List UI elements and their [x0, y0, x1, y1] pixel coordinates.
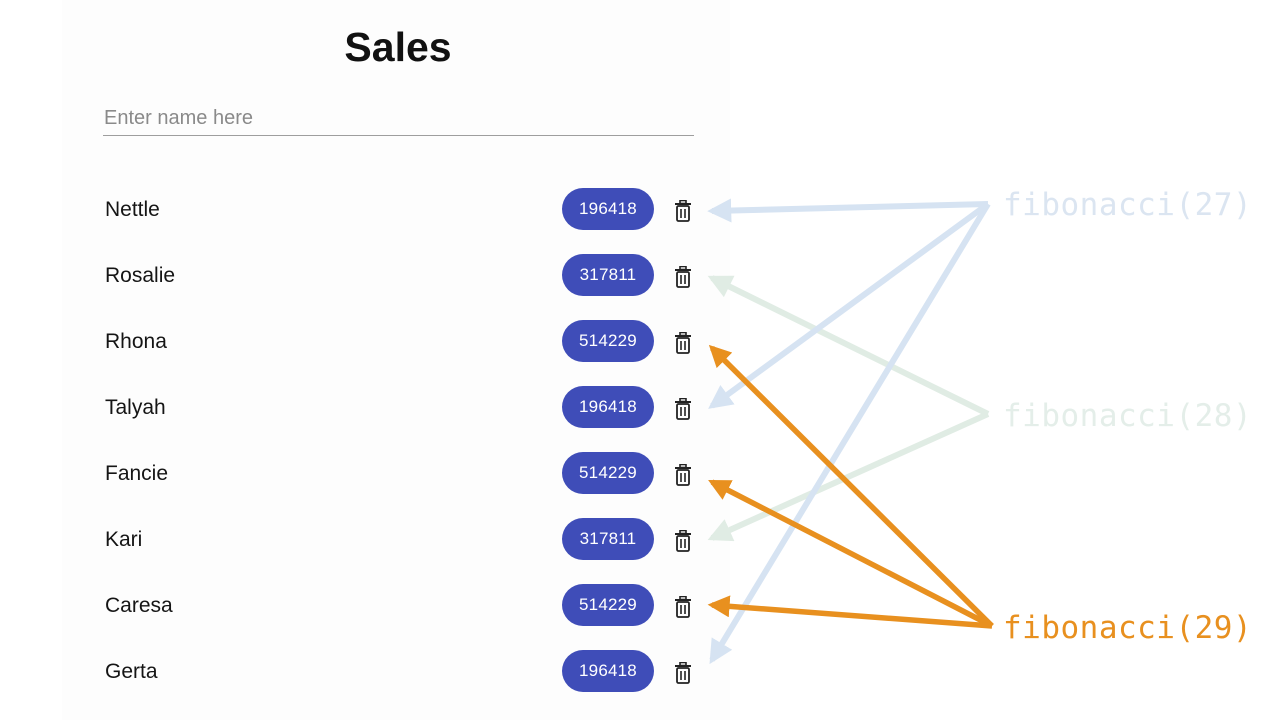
trash-icon[interactable]: [673, 332, 693, 354]
row-name: Fancie: [105, 462, 169, 485]
row-name: Talyah: [105, 396, 166, 419]
row-name: Kari: [105, 528, 143, 551]
list-item: Nettle 196418: [0, 176, 730, 242]
value-badge: 514229: [562, 584, 654, 626]
list-item: Fancie 514229: [0, 440, 730, 506]
value-badge: 317811: [562, 518, 654, 560]
value-badge: 196418: [562, 650, 654, 692]
list-item: Rosalie 317811: [0, 242, 730, 308]
value-badge: 514229: [562, 452, 654, 494]
row-name: Rhona: [105, 330, 167, 353]
name-input[interactable]: [103, 102, 694, 136]
fib28-label: fibonacci(28): [1003, 398, 1253, 434]
fib29-label: fibonacci(29): [1003, 610, 1253, 646]
value-badge: 196418: [562, 188, 654, 230]
row-name: Gerta: [105, 660, 158, 683]
value-badge: 514229: [562, 320, 654, 362]
trash-icon[interactable]: [673, 398, 693, 420]
row-name: Caresa: [105, 594, 173, 617]
trash-icon[interactable]: [673, 200, 693, 222]
value-badge: 196418: [562, 386, 654, 428]
arrow-29-caresa: [707, 595, 993, 629]
arrow-27-talyah: [708, 201, 990, 409]
trash-icon[interactable]: [673, 596, 693, 618]
list-item: Gerta 196418: [0, 638, 730, 704]
trash-icon[interactable]: [673, 266, 693, 288]
list-item: Rhona 514229: [0, 308, 730, 374]
row-name: Rosalie: [105, 264, 176, 287]
fib27-label: fibonacci(27): [1003, 187, 1253, 223]
list-item: Kari 317811: [0, 506, 730, 572]
arrow-29-fancie: [708, 479, 994, 629]
arrow-27-nettle: [707, 198, 989, 223]
trash-icon[interactable]: [673, 662, 693, 684]
arrow-27-gerta: [709, 202, 991, 665]
value-badge: 317811: [562, 254, 654, 296]
arrow-29-rhona: [708, 344, 994, 628]
page-title: Sales: [344, 24, 452, 70]
trash-icon[interactable]: [673, 464, 693, 486]
arrow-28-rosalie: [707, 275, 990, 417]
row-name: Nettle: [105, 198, 160, 221]
list-item: Talyah 196418: [0, 374, 730, 440]
trash-icon[interactable]: [673, 530, 693, 552]
list-item: Caresa 514229: [0, 572, 730, 638]
arrow-28-kari: [707, 411, 990, 542]
